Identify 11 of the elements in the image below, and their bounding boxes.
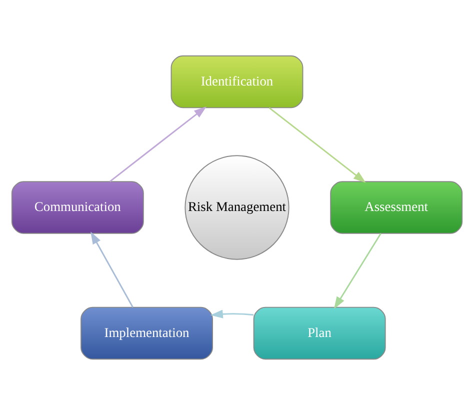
node-box: Identification xyxy=(170,54,304,108)
node-box: Communication xyxy=(11,180,144,234)
arrow xyxy=(334,232,382,309)
node-box: Assessment xyxy=(330,180,463,234)
arrow xyxy=(268,106,366,182)
arrow xyxy=(109,106,206,182)
arrow xyxy=(90,231,134,308)
node-box: Implementation xyxy=(80,306,213,360)
arrow xyxy=(210,309,254,318)
node-box: Plan xyxy=(253,306,386,360)
node-circle: Risk Management xyxy=(184,154,290,260)
